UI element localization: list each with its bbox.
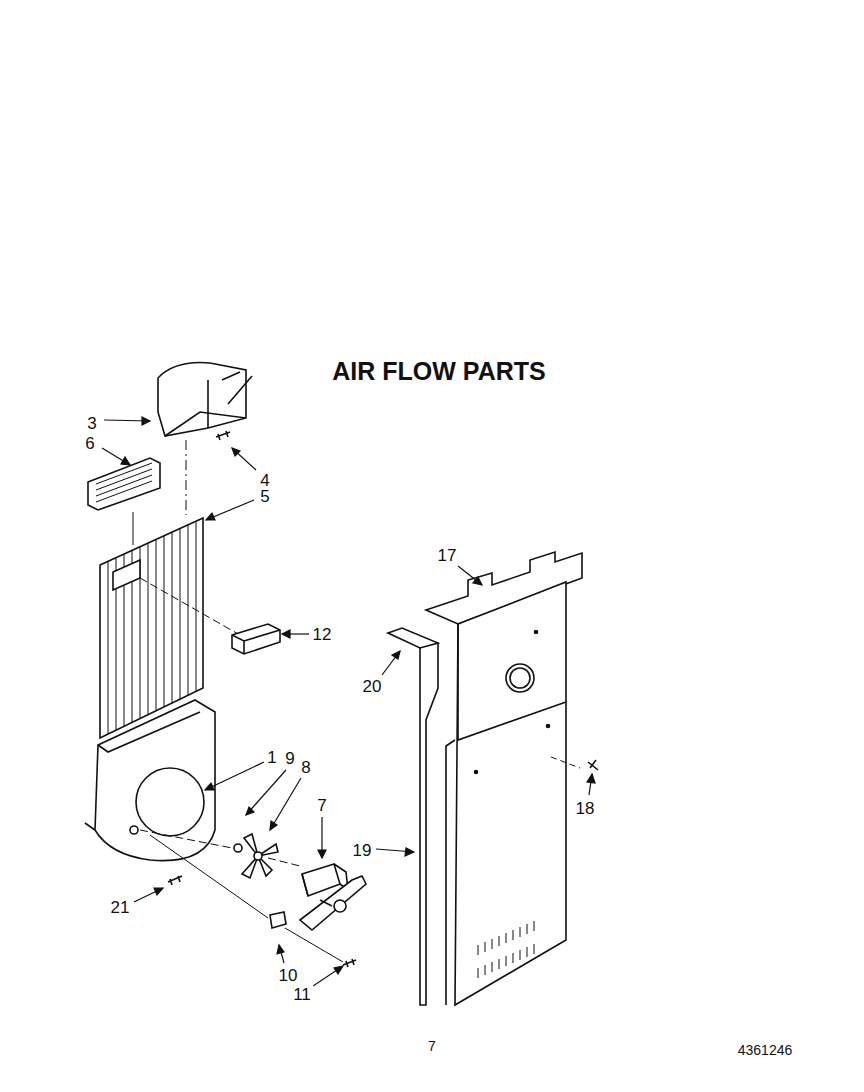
callout-number: 18: [574, 799, 597, 818]
callout-number: 17: [436, 546, 459, 565]
callout-number: 3: [85, 414, 98, 433]
callout-number: 10: [277, 966, 300, 985]
callout-number: 9: [283, 749, 296, 768]
callout-number: 21: [109, 898, 132, 917]
callout-number: 7: [426, 1038, 438, 1054]
callout-number: 5: [258, 487, 271, 506]
callout-number: 19: [351, 841, 374, 860]
callout-number: 8: [299, 758, 312, 777]
callout-number: 7: [315, 796, 328, 815]
callout-number: 6: [83, 434, 96, 453]
callout-number: 11: [291, 985, 313, 1004]
callout-number: 20: [361, 677, 384, 696]
callout-number: 1: [265, 748, 278, 767]
callout-number: 12: [311, 625, 334, 644]
diagram-title: AIR FLOW PARTS: [332, 359, 545, 384]
part-number: 4361246: [736, 1042, 795, 1058]
